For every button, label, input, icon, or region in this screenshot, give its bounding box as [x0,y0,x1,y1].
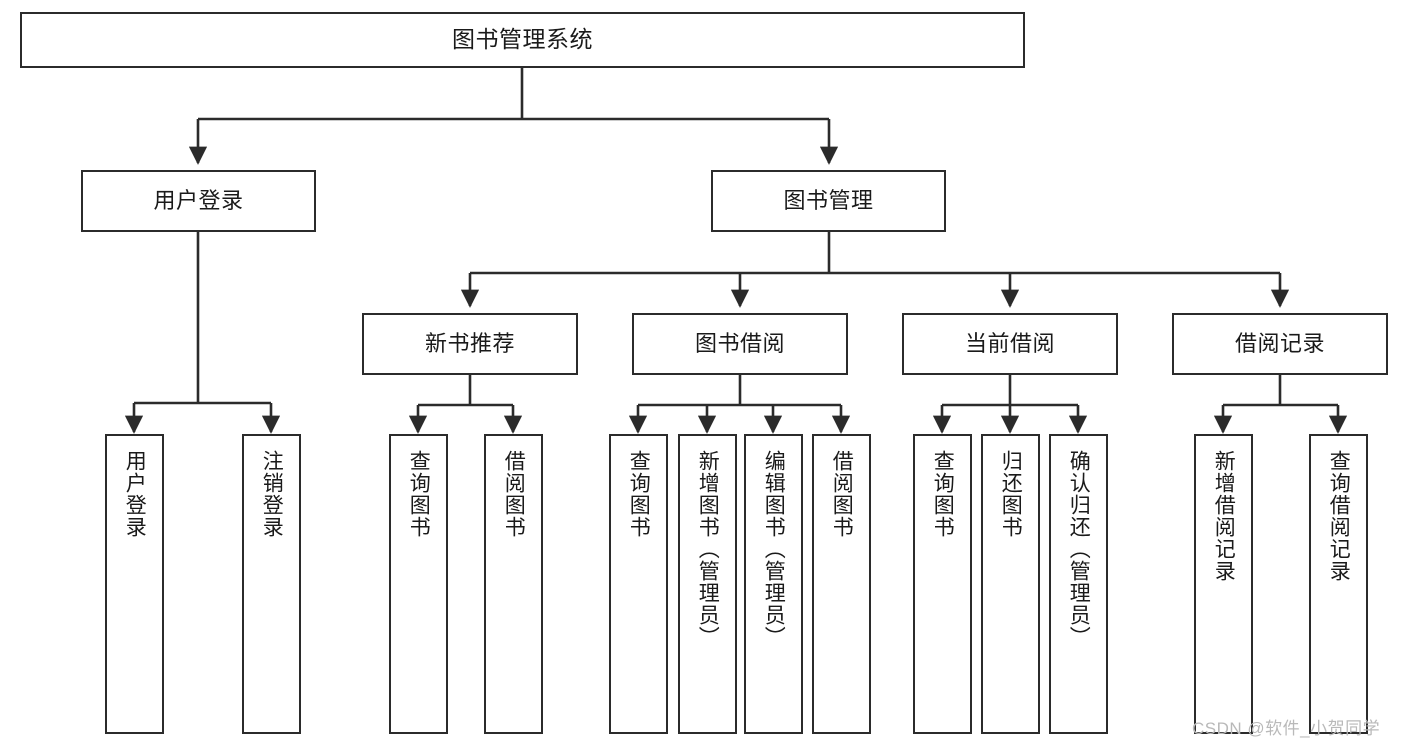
node-label: 注销登录 [260,450,284,538]
node-root-book-management-system[interactable]: 图书管理系统 [20,12,1025,68]
leaf-new-book-borrow-book[interactable]: 借阅图书 [484,434,543,734]
leaf-user-login-logout[interactable]: 注销登录 [242,434,301,734]
node-label: 归还图书 [999,450,1023,538]
leaf-user-login-login[interactable]: 用户登录 [105,434,164,734]
node-label: 用户登录 [123,450,147,538]
node-label: 确认归还（管理员） [1067,450,1091,648]
leaf-book-borrow-borrow-book[interactable]: 借阅图书 [812,434,871,734]
node-label: 新增图书（管理员） [696,450,720,648]
leaf-book-borrow-query-book[interactable]: 查询图书 [609,434,668,734]
node-book-borrow[interactable]: 图书借阅 [632,313,848,375]
node-label: 借阅图书 [830,450,854,538]
node-label: 图书管理 [783,188,874,214]
node-current-borrow[interactable]: 当前借阅 [902,313,1118,375]
leaf-current-borrow-query-book[interactable]: 查询图书 [913,434,972,734]
node-label: 新书推荐 [424,331,515,357]
node-label: 新增借阅记录 [1212,450,1236,582]
node-label: 用户登录 [153,188,244,214]
leaf-book-borrow-edit-book-admin[interactable]: 编辑图书（管理员） [744,434,803,734]
leaf-new-book-query-book[interactable]: 查询图书 [389,434,448,734]
node-user-login[interactable]: 用户登录 [81,170,316,232]
node-new-book-recommend[interactable]: 新书推荐 [362,313,578,375]
leaf-book-borrow-add-book-admin[interactable]: 新增图书（管理员） [678,434,737,734]
node-book-management[interactable]: 图书管理 [711,170,946,232]
node-label: 借阅图书 [502,450,526,538]
node-borrow-record[interactable]: 借阅记录 [1172,313,1388,375]
node-label: 图书管理系统 [452,26,593,53]
leaf-current-borrow-return-book[interactable]: 归还图书 [981,434,1040,734]
leaf-borrow-record-add-record[interactable]: 新增借阅记录 [1194,434,1253,734]
leaf-borrow-record-query-record[interactable]: 查询借阅记录 [1309,434,1368,734]
node-label: 编辑图书（管理员） [762,450,786,648]
node-label: 查询图书 [407,450,431,538]
node-label: 查询图书 [627,450,651,538]
node-label: 查询图书 [931,450,955,538]
watermark: CSDN @软件_小贺同学 [1192,719,1381,738]
leaf-current-borrow-confirm-return-admin[interactable]: 确认归还（管理员） [1049,434,1108,734]
node-label: 图书借阅 [694,331,785,357]
node-label: 查询借阅记录 [1327,450,1351,582]
node-label: 当前借阅 [964,331,1055,357]
node-label: 借阅记录 [1234,331,1325,357]
